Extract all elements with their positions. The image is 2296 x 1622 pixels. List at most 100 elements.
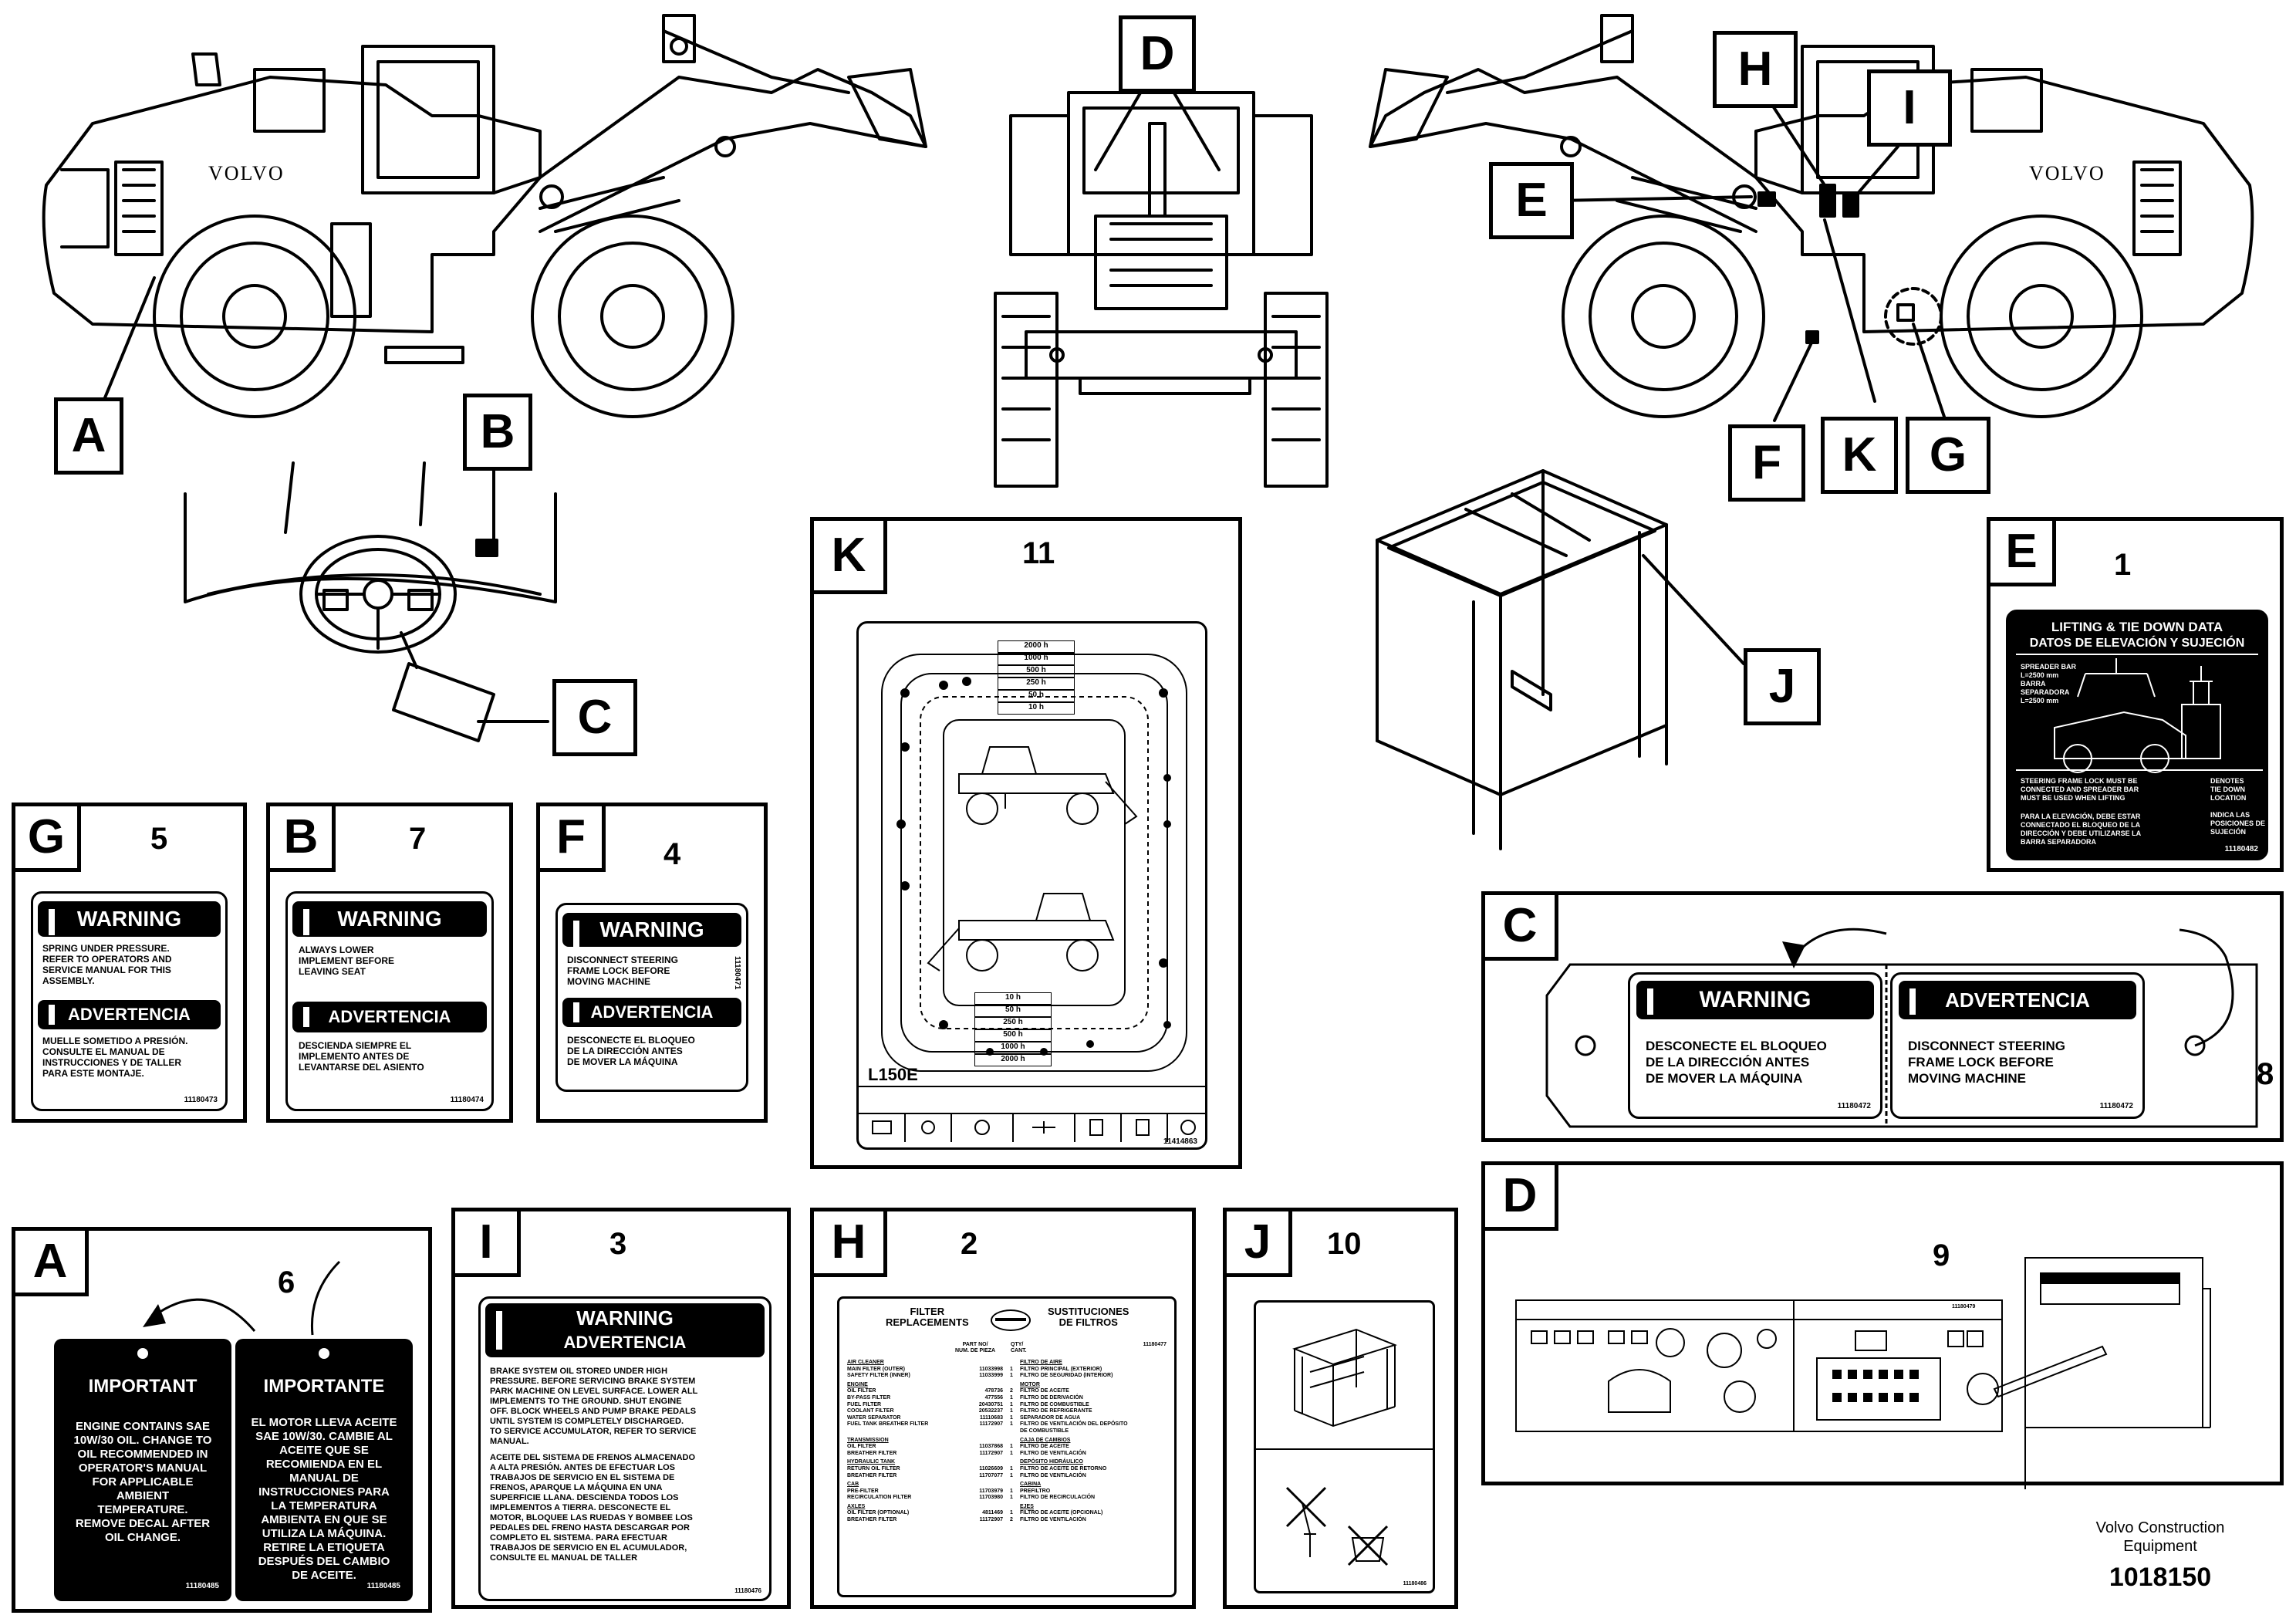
decal-g-advertencia: ADVERTENCIA [68,1005,191,1024]
tag-importante-ref: 11180485 [366,1582,400,1590]
panel-b: B 7 WARNING ALWAYS LOWER IMPLEMENT BEFOR… [266,803,513,1123]
panel-c-letter: C [1481,891,1558,961]
panel-g-letter: G [12,803,81,872]
hours-bottom-3: 500 h [974,1029,1052,1042]
volvo-logo-icon [991,1309,1031,1331]
decal-e-title: LIFTING & TIE DOWN DATA [2051,620,2223,634]
callout-f: F [1728,424,1805,502]
panel-i: I 3 WARNING ADVERTENCIA BRAKE SYSTEM OIL… [451,1208,791,1609]
callout-k: K [1821,417,1898,494]
panel-e-item: 1 [2114,548,2132,582]
panel-j: J 10 11180486 [1223,1208,1458,1609]
tag-important: IMPORTANT ENGINE CONTAINS SAE 10W/30 OIL… [54,1339,231,1601]
decal-h-title-left: FILTER REPLACEMENTS [886,1306,969,1328]
hours-top-4: 50 h [998,690,1075,702]
callout-e: E [1489,162,1574,239]
decal-b-warning-text: ALWAYS LOWER IMPLEMENT BEFORE LEAVING SE… [299,944,395,977]
callout-b: B [463,394,532,471]
decal-f-warning: WARNING [599,917,704,941]
decal-h-col-qty: QTY/ CANT. [1011,1342,1027,1353]
dashboard-drawing [1515,1257,2211,1489]
callout-j: J [1744,648,1821,725]
decal-b-warning: WARNING [337,907,442,931]
tag-important-text: ENGINE CONTAINS SAE 10W/30 OIL. CHANGE T… [73,1420,212,1544]
callout-g: G [1906,417,1990,494]
panel-k-item: 11 [1022,536,1055,570]
panel-d-item: 9 [1933,1238,1950,1272]
loader-front-view [994,91,1329,488]
decal-b: WARNING ALWAYS LOWER IMPLEMENT BEFORE LE… [285,891,494,1111]
hours-top-5: 10 h [998,702,1075,715]
decal-e-text-es: PARA LA ELEVACIÓN, DEBE ESTAR CONNECTADO… [2021,813,2142,846]
panel-i-letter: I [451,1208,521,1277]
panel-c-item: 8 [2257,1057,2274,1091]
decal-i-text-en: BRAKE SYSTEM OIL STORED UNDER HIGH PRESS… [490,1367,698,1446]
decal-i: WARNING ADVERTENCIA BRAKE SYSTEM OIL STO… [478,1296,772,1601]
decal-i-advertencia: ADVERTENCIA [563,1333,687,1352]
panel-k-letter: K [810,517,887,594]
decal-e-spreader: SPREADER BAR L=2500 mm BARRA SEPARADORA … [2021,663,2077,705]
decal-c-right-header: ADVERTENCIA [1945,988,2090,1012]
hours-bottom-1: 50 h [974,1005,1052,1017]
decal-h: FILTER REPLACEMENTS SUSTITUCIONES DE FIL… [837,1296,1177,1597]
hours-bottom-2: 250 h [974,1017,1052,1029]
loader-left-view [42,14,927,418]
decal-b-advertencia-text: DESCIENDA SIEMPRE EL IMPLEMENTO ANTES DE… [299,1040,424,1073]
loader-right-view [1369,14,2254,418]
callout-h: H [1713,31,1798,108]
panel-d-letter: D [1481,1161,1558,1231]
decal-f: WARNING DISCONNECT STEERING FRAME LOCK B… [555,903,748,1092]
panel-a-drawing [143,1260,341,1336]
service-chart-drawing [859,654,1205,1142]
decal-f-ref: 11180471 [733,956,741,990]
decal-j-drawing [1256,1328,1433,1566]
callout-d: D [1119,15,1196,93]
panel-a-letter: A [12,1227,89,1296]
hours-bottom-list: 10 h 50 h 250 h 500 h 1000 h 2000 h [974,992,1052,1066]
panel-h-item: 2 [961,1227,978,1261]
callout-i: I [1867,69,1952,147]
hours-top-0: 2000 h [998,640,1075,653]
decal-f-warning-text: DISCONNECT STEERING FRAME LOCK BEFORE MO… [567,955,679,987]
decal-b-ref: 11180474 [450,1096,484,1104]
panel-c-drawing [1545,928,2258,1128]
decal-k-ref: 11414863 [1163,1137,1197,1146]
decal-c-left-ref: 11180472 [1837,1102,1871,1110]
lifting-drawing [2016,658,2263,773]
panel-k: K 11 [810,517,1242,1169]
tag-important-ref: 11180485 [185,1582,219,1590]
decal-h-title-right: SUSTITUCIONES DE FILTROS [1048,1306,1129,1328]
panel-f: F 4 WARNING DISCONNECT STEERING FRAME LO… [536,803,768,1123]
decal-e-subtitle: DATOS DE ELEVACIÓN Y SUJECIÓN [2029,637,2245,650]
panel-a: A 6 IMPORTANT ENGINE CONTAINS SAE 10W/30… [12,1227,432,1613]
panel-j-letter: J [1223,1208,1292,1277]
decal-j: 11180486 [1254,1300,1435,1593]
panel-f-item: 4 [663,837,681,871]
hours-top-1: 1000 h [998,653,1075,665]
panel-h: H 2 FILTER REPLACEMENTS SUSTITUCIONES DE… [810,1208,1196,1609]
panel-g: G 5 WARNING SPRING UNDER PRESSURE. REFER… [12,803,247,1123]
footer-company: Volvo Construction Equipment [2095,1519,2225,1555]
decal-i-warning: WARNING [576,1306,674,1330]
decal-c-right-text: DISCONNECT STEERING FRAME LOCK BEFORE MO… [1908,1039,2066,1086]
callout-a: A [54,397,123,475]
panel-b-letter: B [266,803,336,872]
decal-b-advertencia: ADVERTENCIA [328,1007,451,1026]
decal-c-left-text: DESCONECTE EL BLOQUEO DE LA DIRECCIÓN AN… [1646,1039,1827,1086]
tag-important-title: IMPORTANT [88,1376,198,1397]
decal-d-ref: 11180479 [1952,1304,1976,1309]
decal-e-text-en: STEERING FRAME LOCK MUST BE CONNECTED AN… [2021,777,2139,802]
